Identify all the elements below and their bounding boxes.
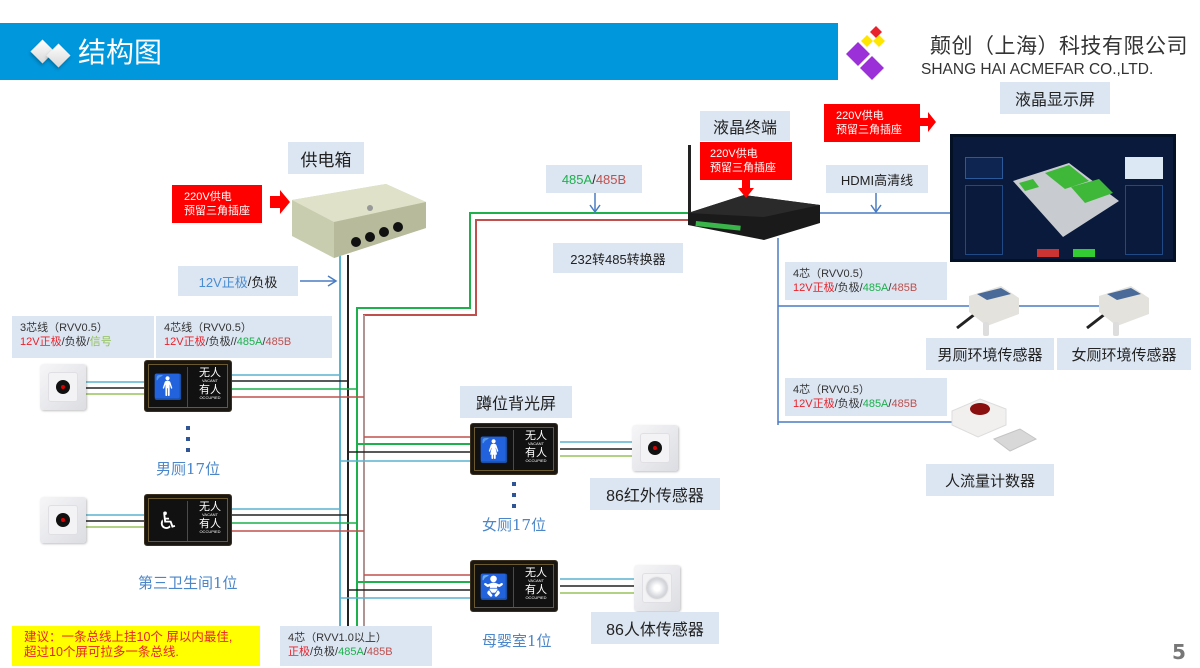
bus-485-label: 485A/485B: [546, 165, 642, 193]
page-number: 5: [1172, 640, 1186, 664]
mother-caption: 母婴室1位: [482, 632, 552, 650]
display-floorplan: [1013, 163, 1119, 237]
lcd-terminal-label: 液晶终端: [700, 111, 790, 141]
display-red-button: [1037, 249, 1059, 257]
lcd-terminal-device: [688, 145, 820, 240]
ir-switch-male: [40, 364, 86, 410]
display-right-panel: [1125, 185, 1163, 255]
pir-lens-icon: [647, 578, 667, 598]
display-power-arrow-icon: [920, 112, 936, 132]
male-toilet-icon: 🚹: [153, 373, 183, 401]
psu-power-arrow-icon: [270, 190, 290, 214]
hdmi-label: HDMI高清线: [826, 165, 928, 193]
company-name-en: SHANG HAI ACMEFAR CO.,LTD.: [921, 61, 1154, 78]
power-box-label: 供电箱: [288, 142, 364, 174]
ir-sensor-eye-icon: [648, 441, 662, 455]
bus-wire-note: 4芯（RVV1.0以上） 正极/负极/485A/485B: [280, 626, 432, 666]
wire-485a-bus: [356, 212, 700, 635]
header-bar: 结构图: [0, 23, 838, 80]
display-clock-panel: [965, 157, 1003, 179]
terminal-power-note: 220V供电预留三角插座: [700, 142, 792, 180]
diamond-bullet-icon: [30, 37, 76, 68]
ir-switch-accessible: [40, 497, 86, 543]
display-power-note: 220V供电预留三角插座: [824, 104, 920, 142]
arrow-hdmi-head: [870, 204, 882, 214]
female-caption: 女厕17位: [482, 516, 547, 534]
wheelchair-icon: ♿: [157, 507, 179, 535]
arrow-psu-out-head: [327, 275, 338, 287]
body-sensor-86: [634, 565, 680, 611]
ir-sensor-eye-icon: [56, 513, 70, 527]
lcd-display-label: 液晶显示屏: [1000, 82, 1110, 114]
company-logo-icon: [846, 26, 885, 80]
power-box-device: [292, 184, 426, 258]
more-indicator-male: [186, 426, 190, 459]
baby-changing-icon: 🚼: [479, 573, 509, 601]
ir-sensor-86: [632, 425, 678, 471]
display-green-button: [1073, 249, 1095, 257]
people-counter-label: 人流量计数器: [926, 464, 1054, 496]
accessible-caption: 第三卫生间1位: [138, 574, 238, 592]
display-left-panel: [965, 185, 1003, 255]
four-core-note-left: 4芯线（RVV0.5） 12V正极/负极//485A/485B: [156, 316, 332, 358]
stall-screen-label: 蹲位背光屏: [460, 386, 572, 418]
page-title: 结构图: [78, 36, 163, 69]
lcd-display-device: [950, 134, 1176, 262]
female-toilet-icon: 🚺: [479, 436, 509, 464]
display-alert-panel: [1125, 157, 1163, 179]
terminal-power-arrow-icon: [738, 180, 754, 198]
psu-power-note: 220V供电预留三角插座: [172, 185, 262, 223]
env-wire-note: 4芯（RVV0.5） 12V正极/负极/485A/485B: [785, 262, 947, 300]
male-caption: 男厕17位: [156, 460, 221, 478]
company-name-cn: 颠创（上海）科技有限公司: [930, 34, 1188, 58]
ir-sensor-label: 86红外传感器: [590, 478, 720, 510]
arrow-485-head: [589, 204, 601, 214]
male-env-sensor-label: 男厕环境传感器: [926, 338, 1054, 370]
advice-note: 建议：一条总线上挂10个 屏以内最佳,超过10个屏可拉多一条总线.: [12, 626, 260, 666]
body-sensor-label: 86人体传感器: [591, 612, 719, 644]
more-indicator-female: [512, 482, 516, 515]
female-env-sensor-device: [1086, 286, 1149, 336]
three-core-note: 3芯线（RVV0.5） 12V正极/负极/信号: [12, 316, 154, 358]
male-env-sensor-device: [956, 286, 1019, 336]
psu-output-label: 12V正极/负极: [178, 266, 298, 296]
converter-label: 232转485转换器: [553, 243, 683, 273]
people-counter-device: [951, 398, 1038, 452]
female-env-sensor-label: 女厕环境传感器: [1057, 338, 1191, 370]
ir-sensor-eye-icon: [56, 380, 70, 394]
counter-wire-note: 4芯（RVV0.5） 12V正极/负极/485A/485B: [785, 378, 947, 416]
